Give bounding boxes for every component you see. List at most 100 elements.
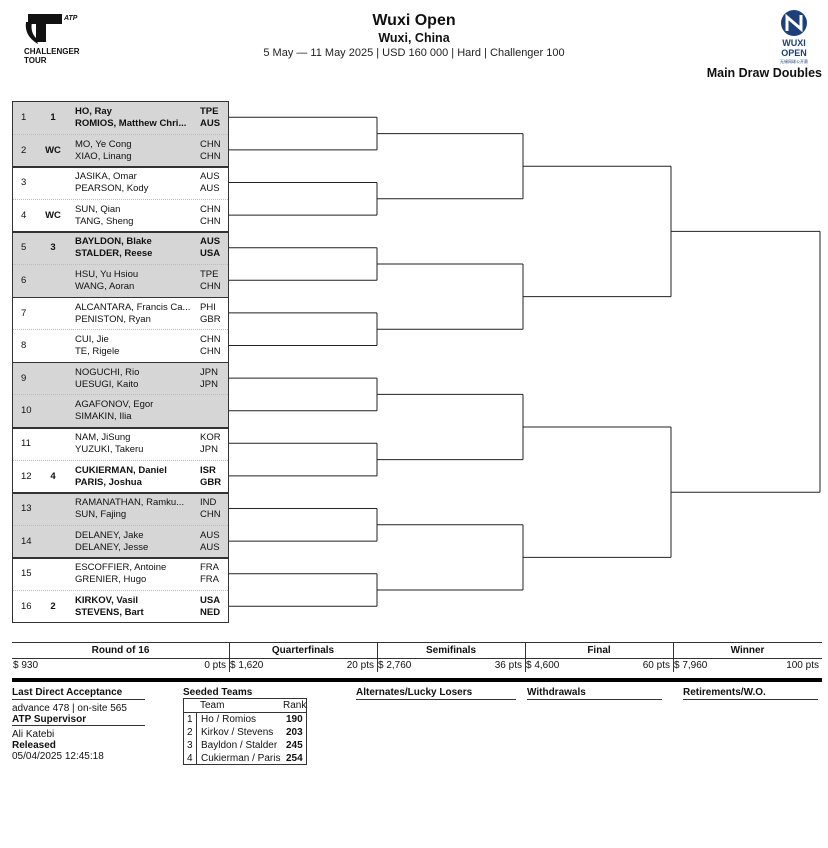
seed-team: Ho / Romios — [201, 714, 257, 725]
player-2-country: AUS — [200, 541, 220, 553]
player-2-country: USA — [200, 248, 221, 260]
logo-subtext: 无锡网球公开赛 — [780, 58, 808, 64]
slot-separator — [13, 166, 228, 168]
seed-team: Bayldon / Stalder — [201, 740, 278, 751]
challenger-logo-text: CHALLENGER — [24, 47, 80, 56]
seeded-header-line — [183, 712, 307, 713]
slot-seed: 3 — [50, 242, 56, 254]
seed-number: 1 — [187, 714, 193, 725]
slot-number: 4 — [21, 209, 27, 221]
prize-underline — [525, 658, 673, 659]
slot-number: 10 — [21, 405, 32, 417]
ranking-points: 100 pts — [786, 660, 819, 671]
prize-underline — [12, 658, 229, 659]
prize-money: $ 1,620 — [230, 660, 264, 671]
ranking-points: 20 pts — [346, 660, 374, 671]
seed-team: Kirkov / Stevens — [201, 727, 274, 738]
prize-money: $ 930 — [13, 660, 39, 671]
slot-number: 8 — [21, 340, 27, 352]
slot-number: 13 — [21, 503, 32, 515]
tournament-city: Wuxi, China — [378, 31, 450, 45]
lda-value: advance 478 | on-site 565 — [12, 703, 127, 714]
draw-title: Main Draw Doubles — [706, 66, 822, 80]
prize-money: $ 7,960 — [674, 660, 708, 671]
seed-team: Cukierman / Paris — [201, 753, 281, 764]
supervisor-underline — [12, 725, 145, 726]
player-1-country: IND — [200, 497, 217, 509]
player-1-country: CHN — [200, 203, 221, 215]
slot-seed: 1 — [50, 112, 56, 123]
tour-logo-text: TOUR — [24, 56, 47, 65]
player-2-country: GBR — [200, 476, 222, 488]
seeded-team-header: Team — [200, 700, 225, 711]
section-divider — [12, 678, 822, 682]
player-1-country: CHN — [200, 138, 221, 150]
slot-number: 16 — [21, 601, 32, 612]
player-2-country: CHN — [200, 281, 221, 292]
lda-underline — [12, 699, 145, 700]
round-header: Quarterfinals — [271, 645, 335, 656]
player-2-country: NED — [200, 607, 221, 618]
ranking-points: 60 pts — [642, 660, 670, 671]
slot-number: 14 — [21, 535, 32, 547]
player-2-country: CHN — [200, 215, 221, 227]
player-1-country: AUS — [200, 529, 220, 541]
slot-separator — [13, 427, 228, 429]
player-1-country: FRA — [200, 562, 219, 574]
slot-seed: 4 — [50, 470, 56, 482]
slot-separator — [13, 492, 228, 494]
slot-number: 3 — [21, 177, 27, 189]
seed-rank: 254 — [286, 753, 303, 764]
atp-logo-text: ATP — [63, 15, 78, 22]
slot-number: 1 — [21, 112, 27, 123]
seed-rank: 203 — [286, 727, 303, 738]
slot-number: 11 — [21, 438, 31, 449]
wuxi-open-logo: WUXI OPEN 无锡网球公开赛 — [774, 9, 814, 65]
player-1-country: TPE — [200, 269, 219, 280]
round-header: Round of 16 — [91, 645, 150, 656]
player-1-country: KOR — [200, 432, 221, 443]
slot-seed: WC — [45, 144, 61, 156]
prize-top-line — [12, 642, 822, 643]
tournament-name: Wuxi Open — [372, 12, 456, 29]
withdrawals-title: Withdrawals — [527, 687, 586, 698]
prize-underline — [673, 658, 822, 659]
released-title: Released — [12, 740, 56, 751]
seed-rank: 245 — [286, 740, 303, 751]
player-1-country: USA — [200, 595, 221, 606]
seeded-title: Seeded Teams — [183, 687, 253, 698]
prize-underline — [229, 658, 377, 659]
open-logo-text: OPEN — [781, 48, 807, 58]
prize-column-separator — [229, 642, 230, 672]
seed-number: 4 — [187, 753, 193, 764]
player-2-country: AUS — [200, 183, 220, 195]
slot-separator — [13, 362, 228, 364]
player-1-country: PHI — [200, 301, 216, 313]
prize-column-separator — [673, 642, 674, 672]
slot-number: 5 — [21, 242, 27, 254]
player-2-country: CHN — [200, 150, 221, 162]
player-2-country: CHN — [200, 346, 221, 358]
player-2-country: GBR — [200, 313, 221, 325]
round-header: Winner — [730, 645, 765, 656]
retirements-underline — [683, 699, 818, 700]
tournament-info: 5 May — 11 May 2025 | USD 160 000 | Hard… — [263, 47, 565, 59]
prize-money: $ 4,600 — [526, 660, 560, 671]
atp-challenger-logo: ATP CHALLENGER TOUR — [22, 10, 82, 65]
player-1-country: ISR — [200, 464, 216, 476]
ranking-points: 36 pts — [494, 660, 522, 671]
bracket-lines — [229, 116, 821, 607]
supervisor-title: ATP Supervisor — [12, 714, 87, 725]
alternates-title: Alternates/Lucky Losers — [356, 687, 473, 698]
seeded-rank-header: Rank — [283, 700, 307, 711]
retirements-title: Retirements/W.O. — [683, 687, 766, 698]
